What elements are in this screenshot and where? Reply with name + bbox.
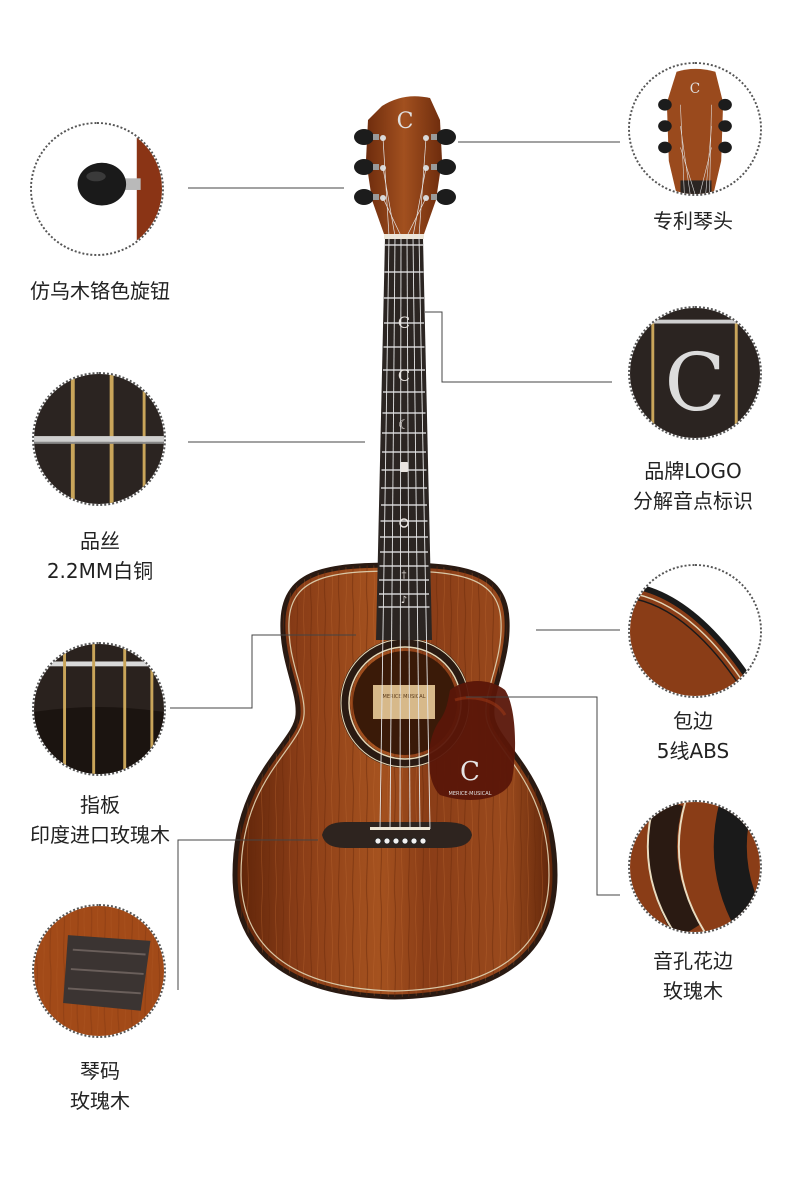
callout-binding-label: 包边 5线ABS: [596, 706, 790, 766]
callout-bridge-label: 琴码 玫瑰木: [0, 1056, 200, 1116]
leader-rosette: [466, 696, 620, 896]
fingerboard-detail-circle: [32, 642, 166, 776]
guitar-image: MERICE MUSICAL C MERICE·MUSICAL: [232, 96, 558, 1000]
callout-tuner-label: 仿乌木铬色旋钮: [0, 276, 200, 306]
leader-bridge: [177, 839, 318, 990]
leader-fingerboard: [170, 634, 356, 709]
tuner-detail-circle: [30, 122, 164, 256]
binding-detail-circle: [628, 564, 762, 698]
rosette-detail-circle: [628, 800, 762, 934]
fingerboard-detail-image: [34, 644, 164, 774]
callout-binding-line1: 包边: [673, 709, 713, 733]
callout-rosette-label: 音孔花边 玫瑰木: [596, 946, 790, 1006]
soundhole-label: [373, 685, 435, 719]
svg-text:C: C: [665, 336, 726, 429]
callout-binding-line2: 5线ABS: [656, 739, 730, 763]
svg-text:†: †: [402, 570, 407, 581]
callout-fingerboard-label: 指板 印度进口玫瑰木: [0, 790, 200, 850]
pickguard: [428, 681, 516, 800]
callout-frets-label: 品丝 2.2MM白铜: [0, 526, 200, 586]
callout-frets-line2: 2.2MM白铜: [46, 559, 154, 583]
headstock-detail-circle: C: [628, 62, 762, 196]
frets: [378, 244, 430, 608]
svg-text:☾: ☾: [398, 418, 410, 433]
svg-text:C: C: [398, 366, 410, 385]
tuner-buttons: [354, 129, 456, 205]
bridge: [322, 822, 472, 848]
strings: [379, 137, 431, 830]
callout-headstock-line1: 专利琴头: [653, 209, 733, 233]
nut: [384, 234, 424, 239]
callout-fingerboard-line1: 指板: [80, 793, 120, 817]
bridge-pins: [374, 837, 427, 845]
callout-headstock-label: 专利琴头: [596, 206, 790, 236]
callout-logo-line2: 分解音点标识: [633, 489, 753, 513]
binding-detail-image: [630, 566, 760, 696]
frets-detail-circle: [32, 372, 166, 506]
callout-logo-line1: 品牌LOGO: [644, 459, 742, 483]
bridge-detail-circle: [32, 904, 166, 1038]
svg-text:♪: ♪: [401, 595, 407, 606]
callout-rosette-line2: 玫瑰木: [663, 979, 723, 1003]
frets-detail-image: [34, 374, 164, 504]
bridge-detail-image: [34, 906, 164, 1036]
callout-logo-label: 品牌LOGO 分解音点标识: [596, 456, 790, 516]
c-logo-icon: C: [397, 109, 414, 134]
callout-fingerboard-line2: 印度进口玫瑰木: [30, 823, 170, 847]
logo-detail-image: C: [630, 308, 760, 438]
pickguard-logo: C: [460, 757, 480, 787]
svg-text:C: C: [690, 81, 700, 97]
callout-frets-line1: 品丝: [80, 529, 120, 553]
fingerboard: [376, 238, 432, 640]
headstock-detail-image: C: [630, 64, 760, 194]
callout-bridge-line1: 琴码: [80, 1059, 120, 1083]
logo-detail-circle: C: [628, 306, 762, 440]
svg-text:C: C: [398, 313, 410, 332]
leader-lines: [170, 141, 620, 990]
pickguard-text: MERICE·MUSICAL: [449, 791, 492, 797]
tuner-detail-image: [32, 124, 162, 254]
callout-tuner-line1: 仿乌木铬色旋钮: [30, 279, 170, 303]
body-binding: [240, 570, 550, 992]
callout-rosette-line1: 音孔花边: [653, 949, 733, 973]
leader-logo: [425, 311, 612, 383]
callout-bridge-line2: 玫瑰木: [70, 1089, 130, 1113]
soundhole-label-text: MERICE MUSICAL: [383, 694, 426, 700]
rosette-detail-image: [630, 802, 760, 932]
